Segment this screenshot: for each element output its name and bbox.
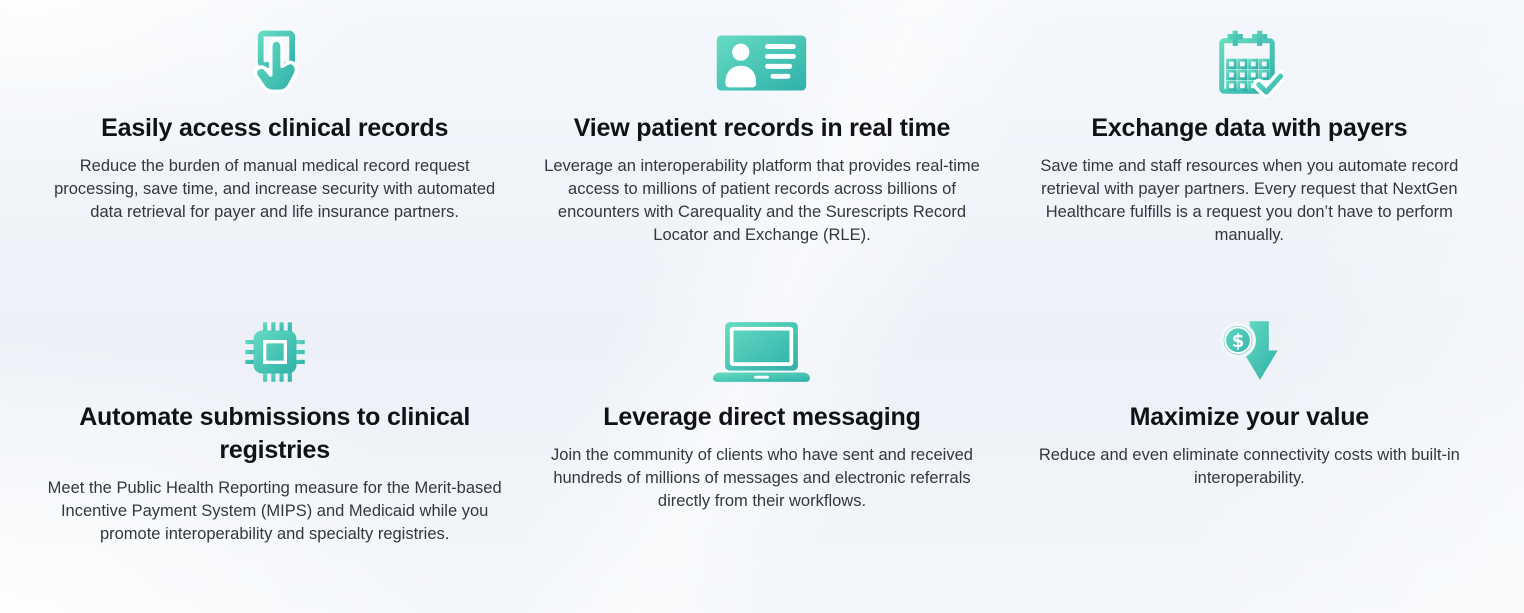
feature-body: Meet the Public Health Reporting measure…	[47, 479, 502, 543]
feature-title: View patient records in real time	[573, 114, 951, 142]
laptop-icon	[713, 317, 811, 387]
patient-id-card-icon	[716, 28, 807, 98]
feature-body: Reduce and even eliminate connectivity c…	[1038, 446, 1460, 487]
features-grid: Easily access clinical records Reduce th…	[38, 28, 1486, 546]
feature-title: Exchange data with payers	[1091, 114, 1408, 142]
calendar-check-icon	[1215, 28, 1284, 98]
feature-card-direct-messaging: Leverage direct messaging Join the commu…	[525, 317, 998, 546]
feature-title: Easily access clinical records	[101, 114, 449, 142]
feature-body: Leverage an interoperability platform th…	[544, 157, 980, 244]
feature-body: Reduce the burden of manual medical reco…	[54, 157, 496, 221]
feature-title: Leverage direct messaging	[603, 403, 921, 431]
feature-card-maximize-value: $ Maximize your value Reduce and even el…	[1013, 317, 1486, 546]
features-section: Easily access clinical records Reduce th…	[38, 0, 1486, 546]
svg-text:$: $	[1232, 331, 1245, 352]
feature-title: Maximize your value	[1129, 403, 1370, 431]
tap-button-icon	[245, 28, 305, 98]
feature-title: Automate submissions to clinical registr…	[79, 403, 471, 464]
processor-chip-icon	[242, 317, 308, 387]
feature-body: Save time and staff resources when you a…	[1040, 157, 1459, 244]
feature-body: Join the community of clients who have s…	[551, 446, 973, 510]
feature-card-patient-records: View patient records in real time Levera…	[525, 28, 998, 247]
dollar-down-arrow-icon: $	[1216, 317, 1282, 387]
feature-card-exchange-data: Exchange data with payers Save time and …	[1013, 28, 1486, 247]
feature-card-clinical-registries: Automate submissions to clinical registr…	[38, 317, 511, 546]
feature-card-access-records: Easily access clinical records Reduce th…	[38, 28, 511, 247]
